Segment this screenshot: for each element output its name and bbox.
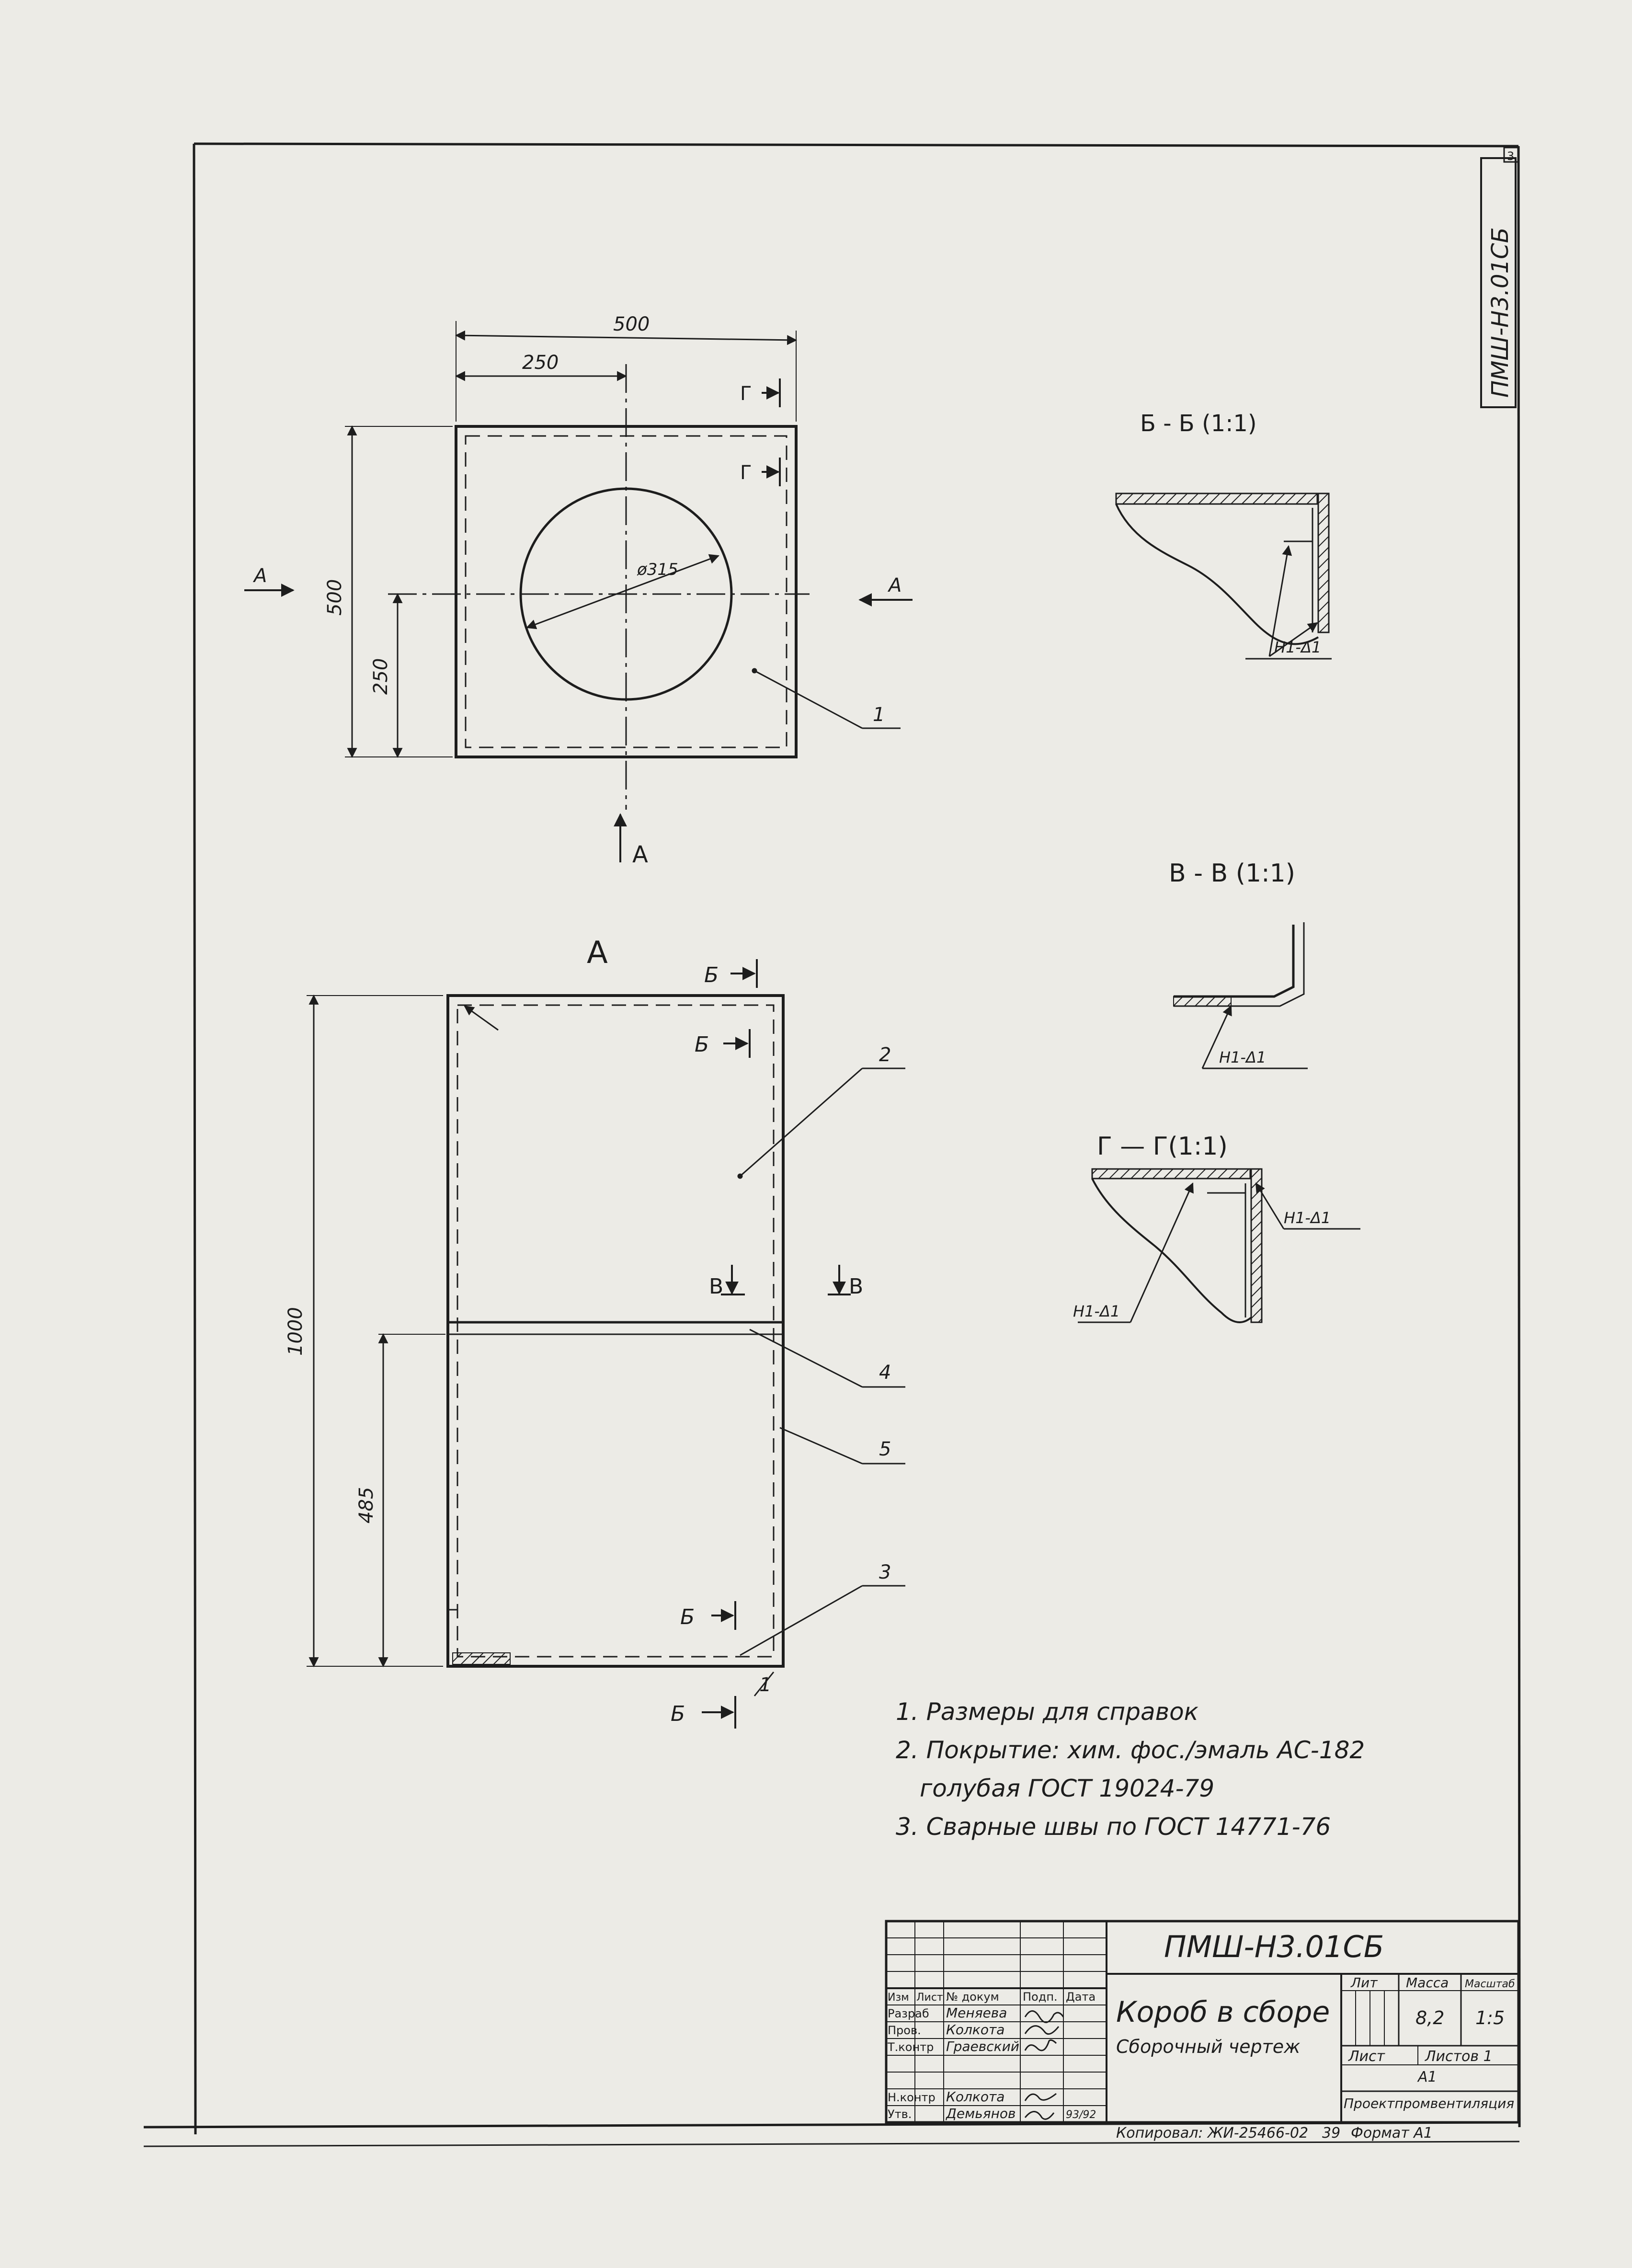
tb-role-1: Разраб xyxy=(888,2007,929,2020)
tb-name-2: Колкота xyxy=(946,2022,1004,2038)
dim-width: 500 xyxy=(613,313,650,335)
leader-label-5: 5 xyxy=(879,1438,891,1460)
dim-height: 500 xyxy=(324,579,346,616)
note-3: 3. Сварные швы по ГОСТ 14771-76 xyxy=(896,1813,1331,1841)
leader-label-1-front: 1 xyxy=(759,1674,771,1696)
tb-name: Короб в сборе xyxy=(1116,1995,1330,2029)
front-view-title: A xyxy=(587,935,608,971)
dim-front-lower: 485 xyxy=(355,1487,377,1523)
tb-doc-type: Сборочный чертеж xyxy=(1116,2036,1300,2057)
section-gg xyxy=(1078,1168,1360,1323)
section-bb-title: Б - Б (1:1) xyxy=(1140,410,1257,437)
leader-label-3: 3 xyxy=(879,1561,891,1583)
tb-sheets-label: Листов 1 xyxy=(1425,2048,1493,2065)
tb-copied: Копировал: ЖИ-25466-02 xyxy=(1116,2125,1308,2142)
leader-label-4: 4 xyxy=(879,1362,891,1384)
tb-header-sign: Подп. xyxy=(1023,1990,1058,2004)
note-2: 2. Покрытие: хим. фос./эмаль АС-182 xyxy=(896,1736,1365,1764)
tb-col-scale: Масштаб xyxy=(1465,1978,1515,1990)
tb-col-lit: Лит xyxy=(1350,1975,1378,1991)
section-gg-weld-1: Н1-Δ1 xyxy=(1284,1209,1331,1227)
section-gg-title: Г — Г(1:1) xyxy=(1097,1132,1228,1161)
technical-notes: 1. Размеры для справок 2. Покрытие: хим.… xyxy=(896,1698,1365,1841)
diameter-label: ø315 xyxy=(637,560,678,579)
tb-role-4: Н.контр xyxy=(888,2091,936,2104)
tb-role-5: Утв. xyxy=(888,2108,912,2121)
view-arrow-left-label: A xyxy=(252,565,267,587)
section-vv xyxy=(1173,922,1308,1069)
tb-format: Формат А1 xyxy=(1351,2125,1433,2142)
tb-name-5: Демьянов xyxy=(945,2106,1016,2121)
dim-front-height: 1000 xyxy=(285,1307,307,1356)
leader-label-1: 1 xyxy=(873,704,885,726)
view-arrow-bottom-label: A xyxy=(632,841,648,868)
title-block xyxy=(885,1920,1520,2124)
note-2-cont: голубая ГОСТ 19024-79 xyxy=(920,1775,1214,1802)
cut-label-g-second: Г xyxy=(740,462,752,484)
cut-label-g-top: Г xyxy=(740,383,752,405)
dim-half-height: 250 xyxy=(370,658,392,695)
vertical-designation-stamp: 3 ПМШ-Н3.01СБ xyxy=(1480,147,1519,408)
sheet-number: 3 xyxy=(1507,149,1514,163)
tb-name-1: Меняева xyxy=(946,2005,1007,2021)
section-vv-weld: Н1-Δ1 xyxy=(1219,1048,1266,1066)
tb-role-3: Т.контр xyxy=(887,2040,934,2054)
leader-label-2: 2 xyxy=(879,1044,891,1066)
cut-label-b-top-1: Б xyxy=(704,963,719,987)
top-view xyxy=(244,321,913,862)
cut-label-b-bottom-2: Б xyxy=(671,1702,685,1726)
tb-scale: 1:5 xyxy=(1475,2007,1505,2028)
tb-header-date: Дата xyxy=(1066,1990,1096,2004)
signature-marks xyxy=(1024,2010,1064,2120)
cut-label-v-right: В xyxy=(849,1274,863,1299)
tb-header-izm: Изм xyxy=(888,1992,909,2004)
cut-label-b-top-2: Б xyxy=(695,1032,709,1057)
tb-copied-no: 39 xyxy=(1322,2125,1340,2142)
cut-label-v-left: В xyxy=(709,1274,723,1299)
vertical-designation: ПМШ-Н3.01СБ xyxy=(1487,227,1514,398)
tb-name-3: Граевский xyxy=(946,2039,1019,2054)
tb-format-code: А1 xyxy=(1417,2069,1437,2085)
tb-mass: 8,2 xyxy=(1415,2007,1444,2028)
tb-name-4: Колкота xyxy=(946,2089,1004,2105)
view-arrow-right-label: A xyxy=(887,574,902,596)
tb-designation: ПМШ-Н3.01СБ xyxy=(1164,1929,1384,1964)
tb-header-list: Лист xyxy=(916,1992,943,2004)
cut-label-b-bottom-1: Б xyxy=(680,1605,695,1629)
tb-col-mass: Масса xyxy=(1406,1975,1449,1991)
section-bb xyxy=(1115,493,1332,660)
dim-half-width: 250 xyxy=(522,352,559,374)
tb-date-5: 93/92 xyxy=(1066,2109,1096,2121)
tb-header-doc: № докум xyxy=(946,1990,999,2004)
note-1: 1. Размеры для справок xyxy=(896,1698,1198,1726)
tb-org: Проектпромвентиляция xyxy=(1344,2096,1514,2111)
section-gg-weld-2: Н1-Δ1 xyxy=(1073,1302,1120,1320)
front-view xyxy=(307,959,905,1729)
section-vv-title: В - В (1:1) xyxy=(1169,859,1295,888)
tb-role-2: Пров. xyxy=(888,2024,921,2037)
section-bb-weld: Н1-Δ1 xyxy=(1274,638,1321,656)
tb-sheet-label: Лист xyxy=(1348,2048,1386,2065)
